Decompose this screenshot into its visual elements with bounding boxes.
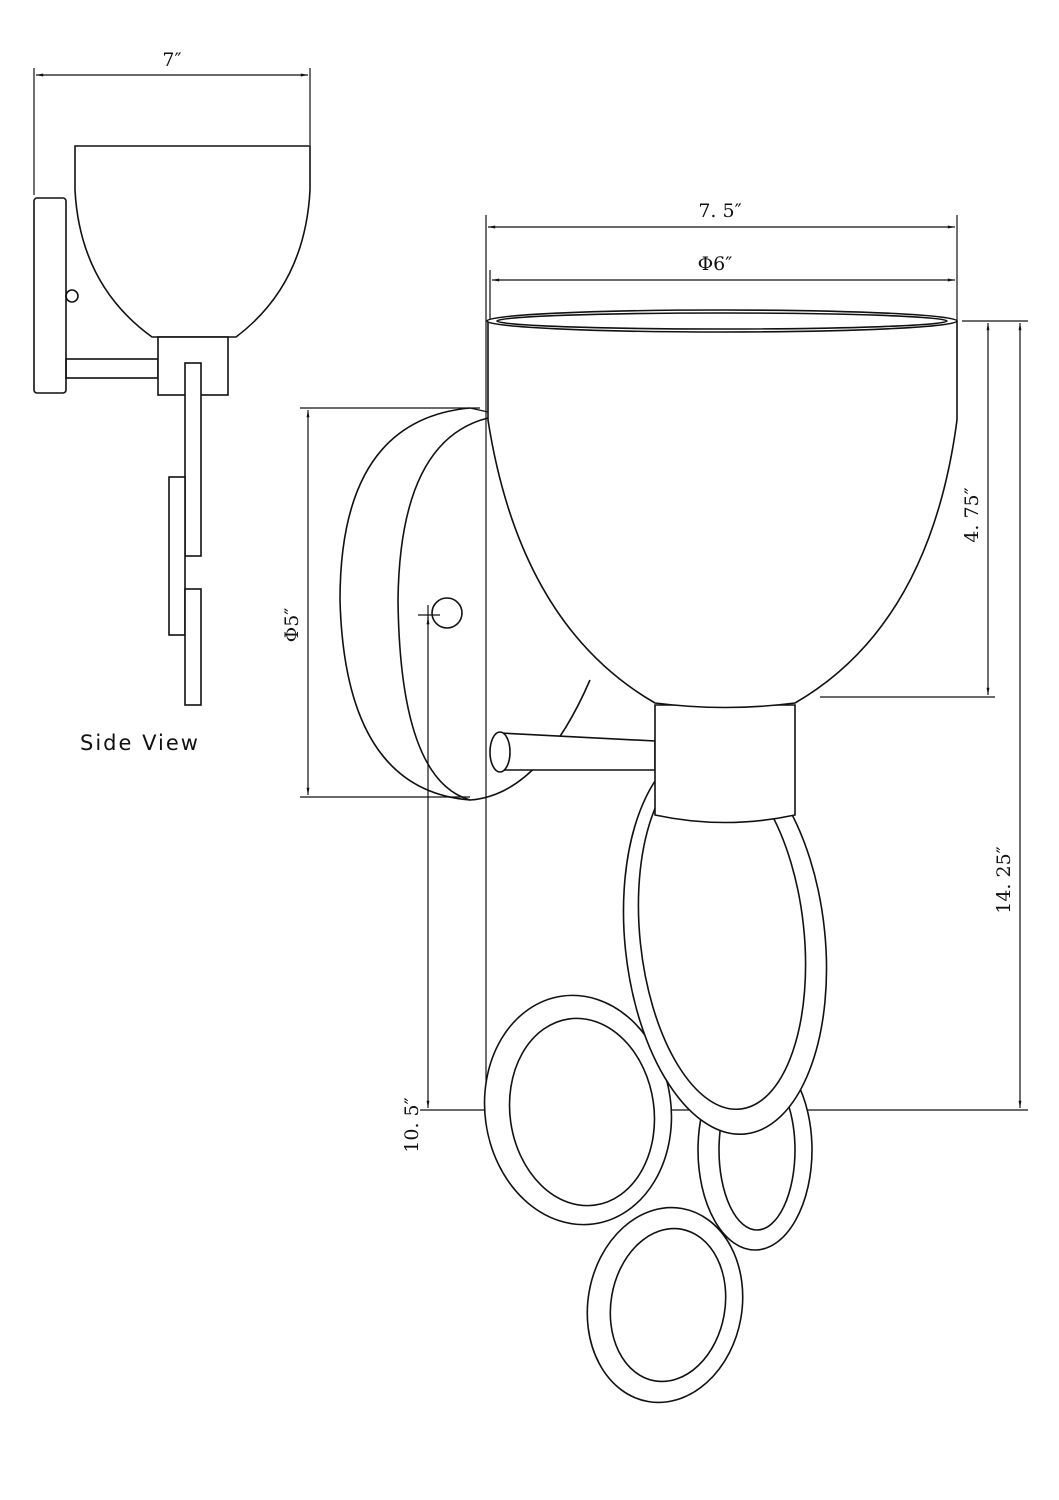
shade-height-label: 4. 75″ [961, 487, 983, 542]
side-backplate [33, 197, 67, 394]
side-ring-3 [184, 588, 202, 706]
arm-cap [489, 731, 511, 773]
ring-bottom [586, 1206, 744, 1404]
backplate-diameter-label: Φ5″ [281, 608, 303, 643]
overall-height-label: 14. 25″ [993, 846, 1015, 914]
side-shade [74, 145, 311, 338]
shade-body [487, 320, 958, 709]
side-view-title: Side View [80, 731, 200, 755]
shade-rim [486, 309, 958, 333]
socket [654, 704, 796, 824]
side-ring-1 [184, 362, 202, 557]
side-view: 7″ Side View [33, 49, 311, 755]
overall-width-label: 7. 5″ [698, 200, 741, 222]
front-view: 7. 5″ Φ6″ Φ5″ 4. 75″ 14. 25″ 10. 5″ [281, 200, 1028, 1404]
backplate-front [397, 417, 489, 801]
side-ring-2 [168, 476, 186, 636]
ring-left [483, 994, 673, 1226]
side-arm [65, 358, 159, 379]
arm [499, 732, 656, 771]
outlet-height-label: 10. 5″ [401, 1097, 423, 1152]
side-width-label: 7″ [162, 49, 181, 71]
side-screw [65, 289, 79, 303]
mounting-hole [431, 597, 463, 629]
shade-diameter-label: Φ6″ [698, 253, 733, 275]
backplate-outer [339, 407, 591, 801]
